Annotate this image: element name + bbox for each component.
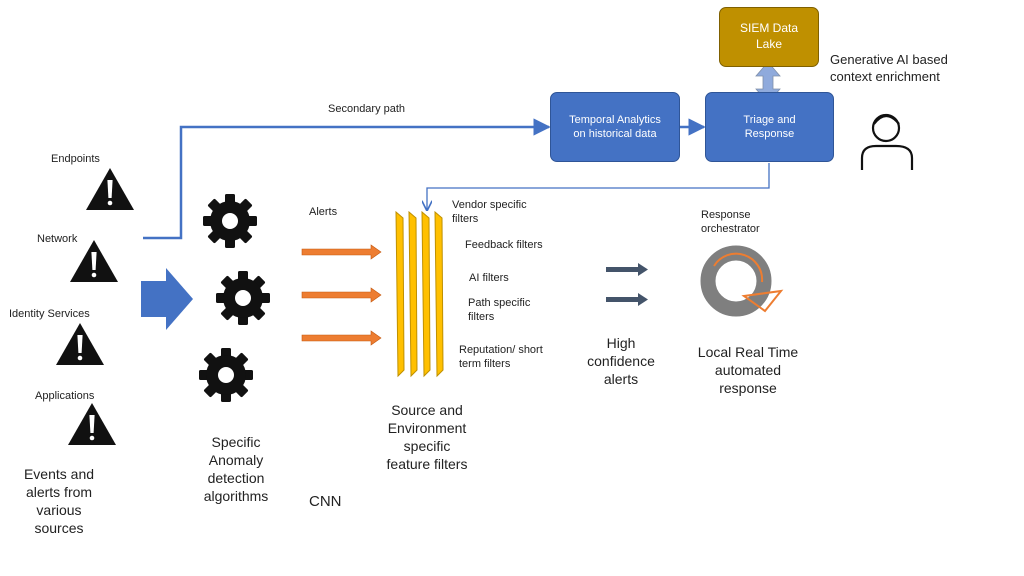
gear-icon	[216, 271, 270, 325]
local-response-label: Local Real Time automated response	[697, 344, 799, 396]
network-warning-icon	[70, 240, 118, 282]
high-confidence-arrows	[606, 263, 648, 306]
vendor-filters-label: Vendor specific filters	[452, 199, 527, 226]
feedback-path-arrow	[427, 163, 770, 210]
high-confidence-label: High confidence alerts	[587, 335, 655, 387]
cnn-label: CNN	[309, 493, 342, 510]
secondary-path-label: Secondary path	[328, 103, 406, 115]
anomaly-caption: Specific Anomaly detection algorithms	[203, 434, 269, 504]
sources-caption: Events and alerts from various sources	[23, 466, 95, 536]
response-orchestrator-label: Response orchestrator	[701, 209, 760, 236]
gear-icon	[203, 194, 257, 248]
applications-label: Applications	[35, 390, 95, 402]
input-block-arrow	[141, 268, 193, 330]
feedback-filters-label: Feedback filters	[465, 239, 543, 251]
endpoints-warning-icon	[86, 168, 134, 210]
alerts-label: Alerts	[309, 206, 338, 218]
secondary-path-arrow	[143, 118, 551, 240]
genai-label: Generative AI based context enrichment	[830, 52, 948, 84]
ai-filters-label: AI filters	[469, 272, 509, 284]
endpoints-label: Endpoints	[51, 153, 100, 165]
reputation-filters-label: Reputation/ short term filters	[459, 344, 543, 371]
alert-arrows	[301, 244, 382, 346]
filter-slats	[395, 210, 444, 378]
orchestrator-cycle-icon	[700, 245, 784, 317]
person-icon	[860, 113, 914, 170]
applications-warning-icon	[68, 403, 116, 445]
path-filters-label: Path specific filters	[468, 297, 531, 324]
gear-icon	[199, 348, 253, 402]
filters-caption: Source and Environment specific feature …	[386, 402, 468, 472]
identity-services-label: Identity Services	[9, 308, 90, 320]
network-label: Network	[37, 233, 78, 245]
identity-warning-icon	[56, 323, 104, 365]
